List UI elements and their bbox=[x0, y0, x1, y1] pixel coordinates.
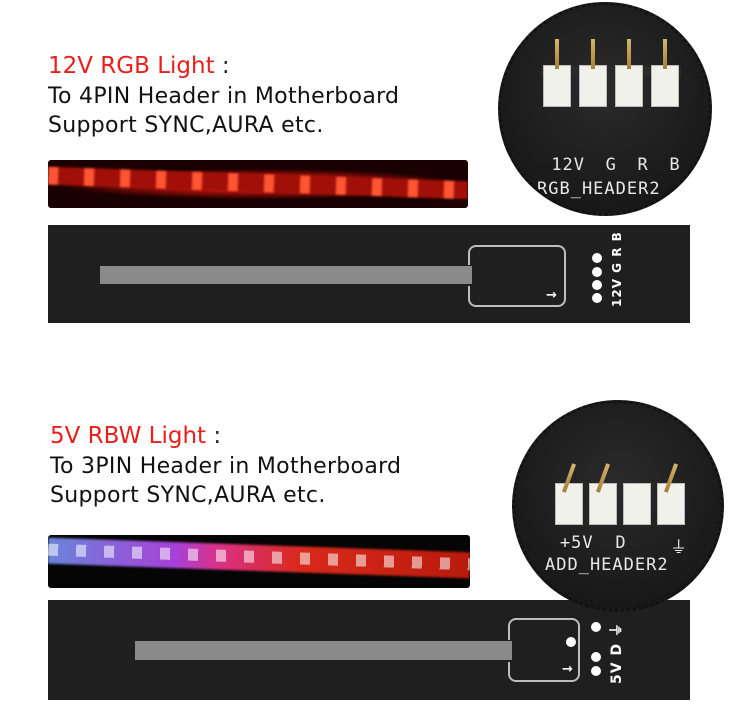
led-strip-5v bbox=[48, 535, 470, 588]
connector-diagram-5v: → 5V D ⏚ bbox=[48, 600, 690, 700]
arrow-icon: → bbox=[562, 662, 573, 677]
arrow-icon: → bbox=[546, 288, 557, 303]
pin-dot bbox=[592, 280, 602, 290]
desc-5v-line2: Support SYNC,AURA etc. bbox=[50, 483, 326, 508]
motherboard-closeup-12v: 12V G R B RGB_HEADER2 bbox=[498, 2, 712, 216]
pin-dot bbox=[591, 622, 601, 632]
pin-dot bbox=[591, 666, 601, 676]
cable-12v bbox=[100, 266, 472, 284]
cable-5v bbox=[135, 641, 515, 660]
title-5v-suffix: : bbox=[206, 423, 222, 449]
connector-diagram-12v: → 12V G R B bbox=[48, 225, 690, 323]
pin-dot bbox=[592, 267, 602, 277]
pin-label: B bbox=[669, 155, 681, 175]
pin-dot bbox=[592, 253, 602, 263]
led-strip-12v bbox=[48, 160, 468, 208]
pin-label: +5V bbox=[559, 533, 594, 553]
desc-5v-line1: To 3PIN Header in Motherboard bbox=[50, 454, 402, 479]
desc-12v-line1: To 4PIN Header in Motherboard bbox=[48, 84, 400, 109]
title-5v-highlight: 5V RBW Light bbox=[50, 423, 207, 449]
ground-icon: ⏚ bbox=[670, 538, 689, 558]
pin-label: D bbox=[615, 533, 627, 553]
pin-dot bbox=[566, 637, 576, 647]
pin-label: 12V bbox=[551, 155, 586, 175]
title-12v: 12V RGB Light : bbox=[48, 52, 230, 81]
pin-dot bbox=[591, 652, 601, 662]
motherboard-closeup-5v: +5V D ⏚ ADD_HEADER2 bbox=[512, 400, 724, 612]
header-name-12v: RGB_HEADER2 bbox=[537, 179, 661, 199]
header-name-5v: ADD_HEADER2 bbox=[545, 555, 669, 575]
pin-label: G bbox=[605, 155, 617, 175]
pin-dot bbox=[592, 293, 602, 303]
pin-labels-5v: 5V D ⏚ bbox=[609, 622, 625, 684]
title-12v-highlight: 12V RGB Light bbox=[48, 53, 215, 79]
pin-label: R bbox=[637, 155, 649, 175]
pin-labels-12v: 12V G R B bbox=[610, 231, 624, 307]
desc-12v-line2: Support SYNC,AURA etc. bbox=[48, 113, 324, 138]
title-5v: 5V RBW Light : bbox=[50, 422, 221, 451]
title-12v-suffix: : bbox=[214, 53, 230, 79]
